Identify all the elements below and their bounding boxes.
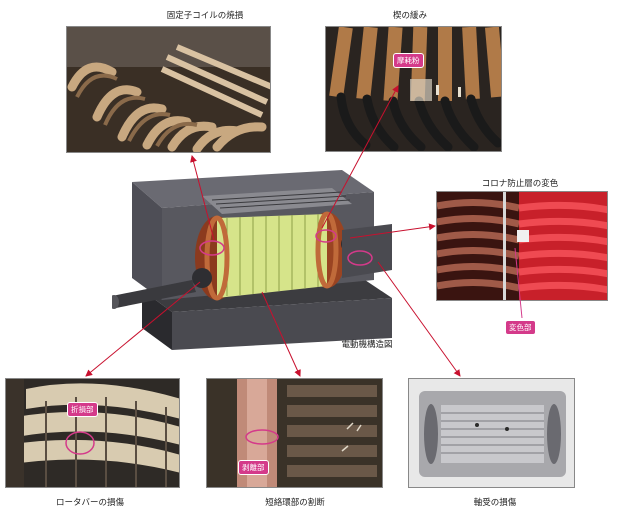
peeled-part-tag: 剥離部 [238,460,269,475]
broken-part-tag: 折損部 [67,402,98,417]
wedge-caption: 楔の緩み [392,11,427,21]
stator-coil-caption: 固定子コイルの焼損 [166,11,244,21]
rotor-bar-photo [5,378,180,488]
motor-diagram [112,160,412,350]
bearing-caption: 軸受の損傷 [473,498,517,508]
bearing-photo [408,378,575,488]
motor-caption: 電動機構造図 [341,340,393,350]
short-ring-photo [206,378,383,488]
stator-coil-photo [66,26,271,153]
corona-caption: コロナ防止層の変色 [481,179,559,189]
rotor-bar-caption: ロータバーの損傷 [55,498,124,508]
wear-powder-tag: 摩耗粉 [393,53,424,68]
corona-photo [436,191,608,301]
wedge-photo [325,26,502,152]
short-ring-caption: 短絡環部の割断 [265,498,325,508]
discolored-part-tag: 変色部 [505,320,536,335]
